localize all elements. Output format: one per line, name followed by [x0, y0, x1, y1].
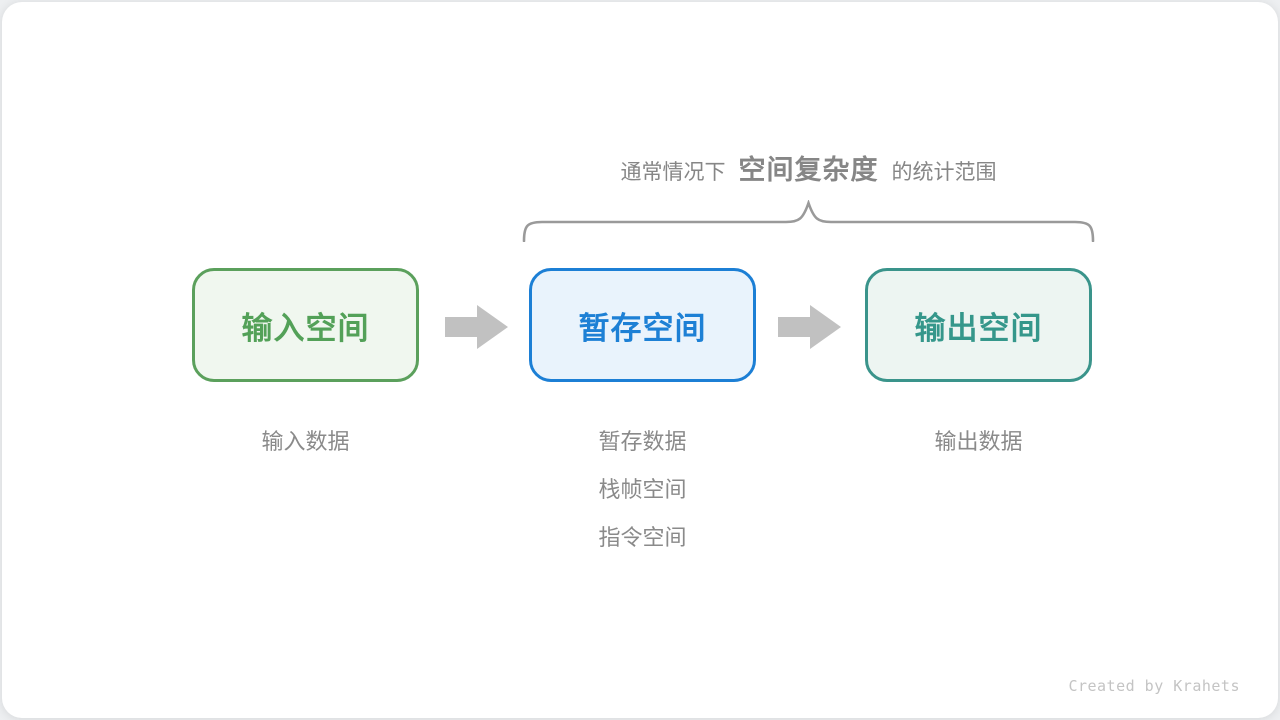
box-output-space-label: 输出空间: [914, 310, 1043, 346]
right-arrow-icon: [445, 305, 508, 349]
curly-brace-icon: [522, 199, 1095, 243]
sublabel-item: 输出数据: [934, 429, 1023, 454]
scope-annotation-highlight: 空间复杂度: [738, 155, 879, 185]
box-temp-space-label: 暂存空间: [578, 310, 707, 346]
flow-arrow-1: [445, 303, 509, 351]
box-input-space: 输入空间: [192, 268, 419, 382]
sublabels-input-space: 输入数据: [192, 418, 419, 466]
right-arrow-icon: [778, 305, 841, 349]
sublabels-temp-space: 暂存数据 栈帧空间 指令空间: [529, 418, 756, 562]
box-input-space-label: 输入空间: [241, 310, 370, 346]
sublabel-item: 栈帧空间: [598, 477, 687, 502]
scope-brace: [522, 199, 1095, 243]
sublabel-item: 暂存数据: [598, 429, 687, 454]
scope-annotation-prefix: 通常情况下: [620, 161, 726, 184]
sublabel-item: 指令空间: [598, 525, 687, 550]
credit-text: Created by Krahets: [1068, 677, 1240, 695]
sublabels-output-space: 输出数据: [865, 418, 1092, 466]
scope-annotation-suffix: 的统计范围: [891, 161, 997, 184]
flow-arrow-2: [778, 303, 842, 351]
box-temp-space: 暂存空间: [529, 268, 756, 382]
scope-annotation: 通常情况下 空间复杂度 的统计范围: [522, 148, 1095, 192]
box-output-space: 输出空间: [865, 268, 1092, 382]
sublabel-item: 输入数据: [261, 429, 350, 454]
